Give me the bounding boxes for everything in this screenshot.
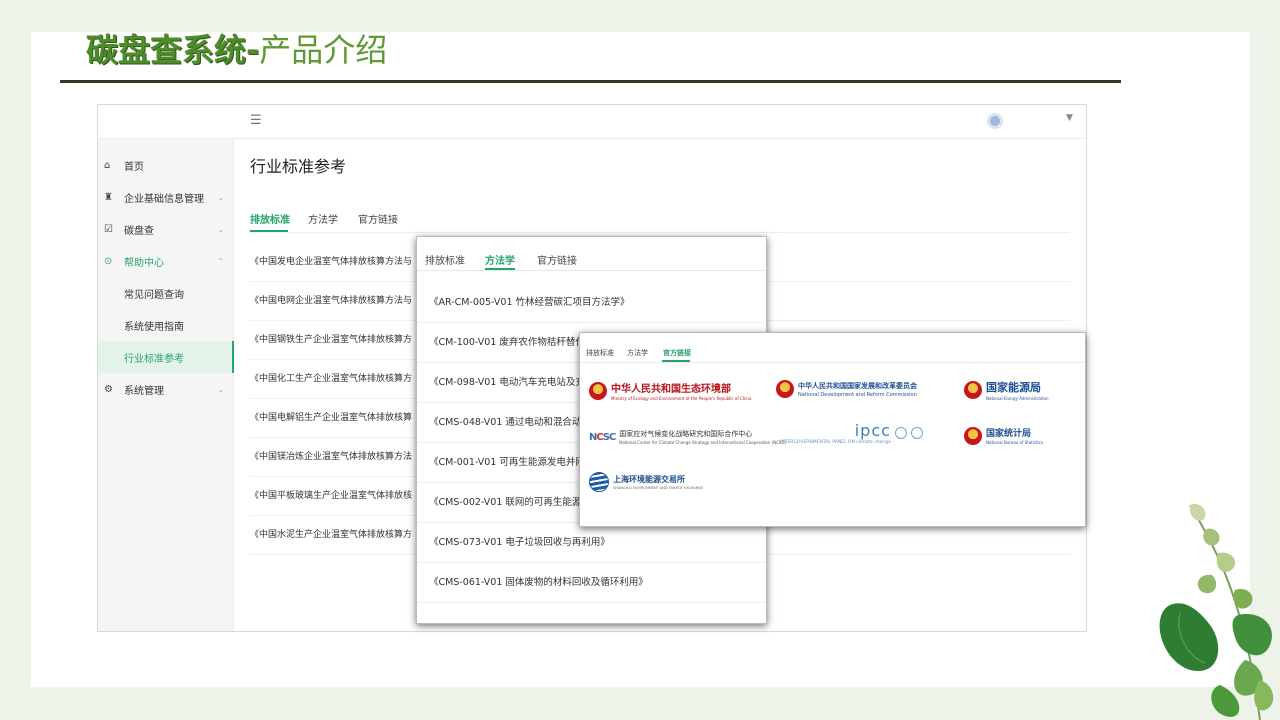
slide-title: 碳盘查系统-产品介绍	[86, 30, 387, 70]
help-icon: ⊙	[104, 255, 113, 267]
mee-name-en: Ministry of Ecology and Environment of t…	[611, 396, 752, 401]
checklist-icon: ☑	[104, 223, 113, 235]
sidebar-item-system-management[interactable]: ⚙ 系统管理 ⌄	[98, 373, 234, 405]
tab-official-links[interactable]: 官方链接	[358, 215, 398, 226]
ncsc-link[interactable]: NCSC 国家应对气候变化战略研究和国际合作中心 National Center…	[589, 429, 786, 445]
ipcc-link[interactable]: ipcc INTERGOVERNMENTAL PANEL ON climate …	[776, 421, 923, 445]
chevron-up-icon: ⌃	[217, 256, 224, 266]
unep-icon	[910, 427, 923, 439]
chevron-down-icon: ⌄	[217, 224, 224, 234]
ipcc-tagline: INTERGOVERNMENTAL PANEL ON climate chang…	[780, 440, 891, 445]
national-emblem-icon	[776, 380, 794, 398]
sidebar-item-industry-standards[interactable]: 行业标准参考	[98, 341, 234, 373]
nea-name-en: National Energy Administration	[986, 396, 1049, 401]
nbs-link[interactable]: 国家统计局 National Bureau of Statistics	[964, 426, 1043, 445]
ncsc-name: 国家应对气候变化战略研究和国际合作中心	[619, 430, 753, 438]
sidebar-item-home[interactable]: ⌂ 首页	[98, 149, 234, 181]
tab-methodology[interactable]: 方法学	[485, 256, 515, 267]
official-links-panel: 排放标准 方法学 官方链接 中华人民共和国生态环境部 Ministry of E…	[579, 332, 1086, 527]
sidebar-item-label: 系统管理	[124, 385, 164, 397]
tab-active-indicator	[662, 360, 690, 362]
seee-name: 上海环境能源交易所	[613, 475, 685, 484]
nbs-name: 国家统计局	[986, 429, 1032, 439]
ncsc-name-en: National Center for Climate Change Strat…	[619, 440, 786, 445]
ipcc-logo: ipcc	[854, 421, 891, 440]
sidebar-item-user-guide[interactable]: 系统使用指南	[98, 309, 234, 341]
sidebar-item-label: 行业标准参考	[124, 353, 184, 365]
national-emblem-icon	[964, 381, 982, 399]
list-item[interactable]: 《CMS-073-V01 电子垃圾回收与再利用》	[417, 523, 766, 563]
app-header: ☰ ▼	[98, 105, 1086, 139]
seee-name-en: SHANGHAI ENVIRONMENT AND ENERGY EXCHANGE	[613, 486, 704, 490]
sidebar-item-label: 常见问题查询	[124, 289, 184, 301]
national-emblem-icon	[589, 381, 607, 400]
mee-name: 中华人民共和国生态环境部	[611, 384, 731, 395]
sidebar: ⌂ 首页 ♜ 企业基础信息管理 ⌄ ☑ 碳盘查 ⌄ ⊙ 帮助中心 ⌃ 常见问题查…	[98, 139, 234, 631]
home-icon: ⌂	[104, 159, 111, 171]
tab-official-links[interactable]: 官方链接	[663, 349, 691, 357]
tab-bar: 排放标准 方法学 官方链接	[417, 237, 766, 271]
slide-title-rest: 产品介绍	[259, 31, 388, 69]
ncsc-logo-icon: NCSC	[589, 431, 617, 443]
ndrc-name: 中华人民共和国国家发展和改革委员会	[798, 381, 917, 390]
building-icon: ♜	[104, 191, 113, 203]
mee-link[interactable]: 中华人民共和国生态环境部 Ministry of Ecology and Env…	[589, 380, 751, 401]
sidebar-item-label: 碳盘查	[124, 225, 154, 237]
tab-emission-standards[interactable]: 排放标准	[425, 256, 465, 267]
sidebar-item-label: 系统使用指南	[124, 321, 184, 333]
page-title: 行业标准参考	[250, 157, 347, 176]
tab-official-links[interactable]: 官方链接	[537, 256, 577, 267]
ndrc-name-en: National Development and Reform Commissi…	[798, 391, 917, 398]
nbs-name-en: National Bureau of Statistics	[986, 440, 1043, 445]
plant-decoration-icon	[1159, 503, 1274, 720]
tab-active-indicator	[250, 230, 288, 232]
tab-emission-standards[interactable]: 排放标准	[586, 349, 614, 357]
ndrc-link[interactable]: 中华人民共和国国家发展和改革委员会 National Development a…	[776, 380, 917, 398]
chevron-down-icon: ⌄	[217, 384, 224, 394]
sidebar-item-label: 帮助中心	[124, 257, 164, 269]
sidebar-item-carbon-inventory[interactable]: ☑ 碳盘查 ⌄	[98, 213, 234, 245]
national-emblem-icon	[964, 426, 982, 445]
sidebar-item-label: 企业基础信息管理	[124, 193, 204, 205]
list-item[interactable]: 《CMS-061-V01 固体废物的材料回收及循环利用》	[417, 563, 766, 603]
ncsc-badge-sc: SC	[602, 431, 617, 443]
settings-icon: ⚙	[104, 383, 113, 395]
title-divider	[60, 80, 1121, 83]
tab-methodology[interactable]: 方法学	[308, 215, 338, 226]
tab-bar: 排放标准 方法学 官方链接	[250, 211, 1070, 233]
tab-methodology[interactable]: 方法学	[627, 349, 648, 357]
menu-toggle-icon[interactable]: ☰	[250, 113, 262, 128]
sidebar-item-help-center[interactable]: ⊙ 帮助中心 ⌃	[98, 245, 234, 277]
chevron-down-icon[interactable]: ▼	[1066, 113, 1073, 123]
globe-icon	[589, 472, 609, 492]
tab-bar: 排放标准 方法学 官方链接	[580, 333, 1085, 363]
sidebar-item-label: 首页	[124, 161, 144, 173]
list-item[interactable]: 《AR-CM-005-V01 竹林经营碳汇项目方法学》	[417, 283, 766, 323]
sidebar-item-enterprise-info[interactable]: ♜ 企业基础信息管理 ⌄	[98, 181, 234, 213]
seee-link[interactable]: 上海环境能源交易所 SHANGHAI ENVIRONMENT AND ENERG…	[589, 472, 703, 492]
nea-link[interactable]: 国家能源局 National Energy Administration	[964, 379, 1048, 401]
tab-emission-standards[interactable]: 排放标准	[250, 215, 290, 226]
nea-name: 国家能源局	[986, 381, 1041, 394]
sidebar-item-faq[interactable]: 常见问题查询	[98, 277, 234, 309]
slide-title-strong: 碳盘查系统-	[86, 31, 260, 69]
avatar[interactable]	[987, 113, 1003, 129]
tab-active-indicator	[485, 268, 515, 270]
ncsc-badge-c: C	[596, 431, 603, 443]
wmo-icon	[894, 427, 907, 439]
ncsc-badge-n: N	[589, 431, 597, 443]
chevron-down-icon: ⌄	[217, 192, 224, 202]
